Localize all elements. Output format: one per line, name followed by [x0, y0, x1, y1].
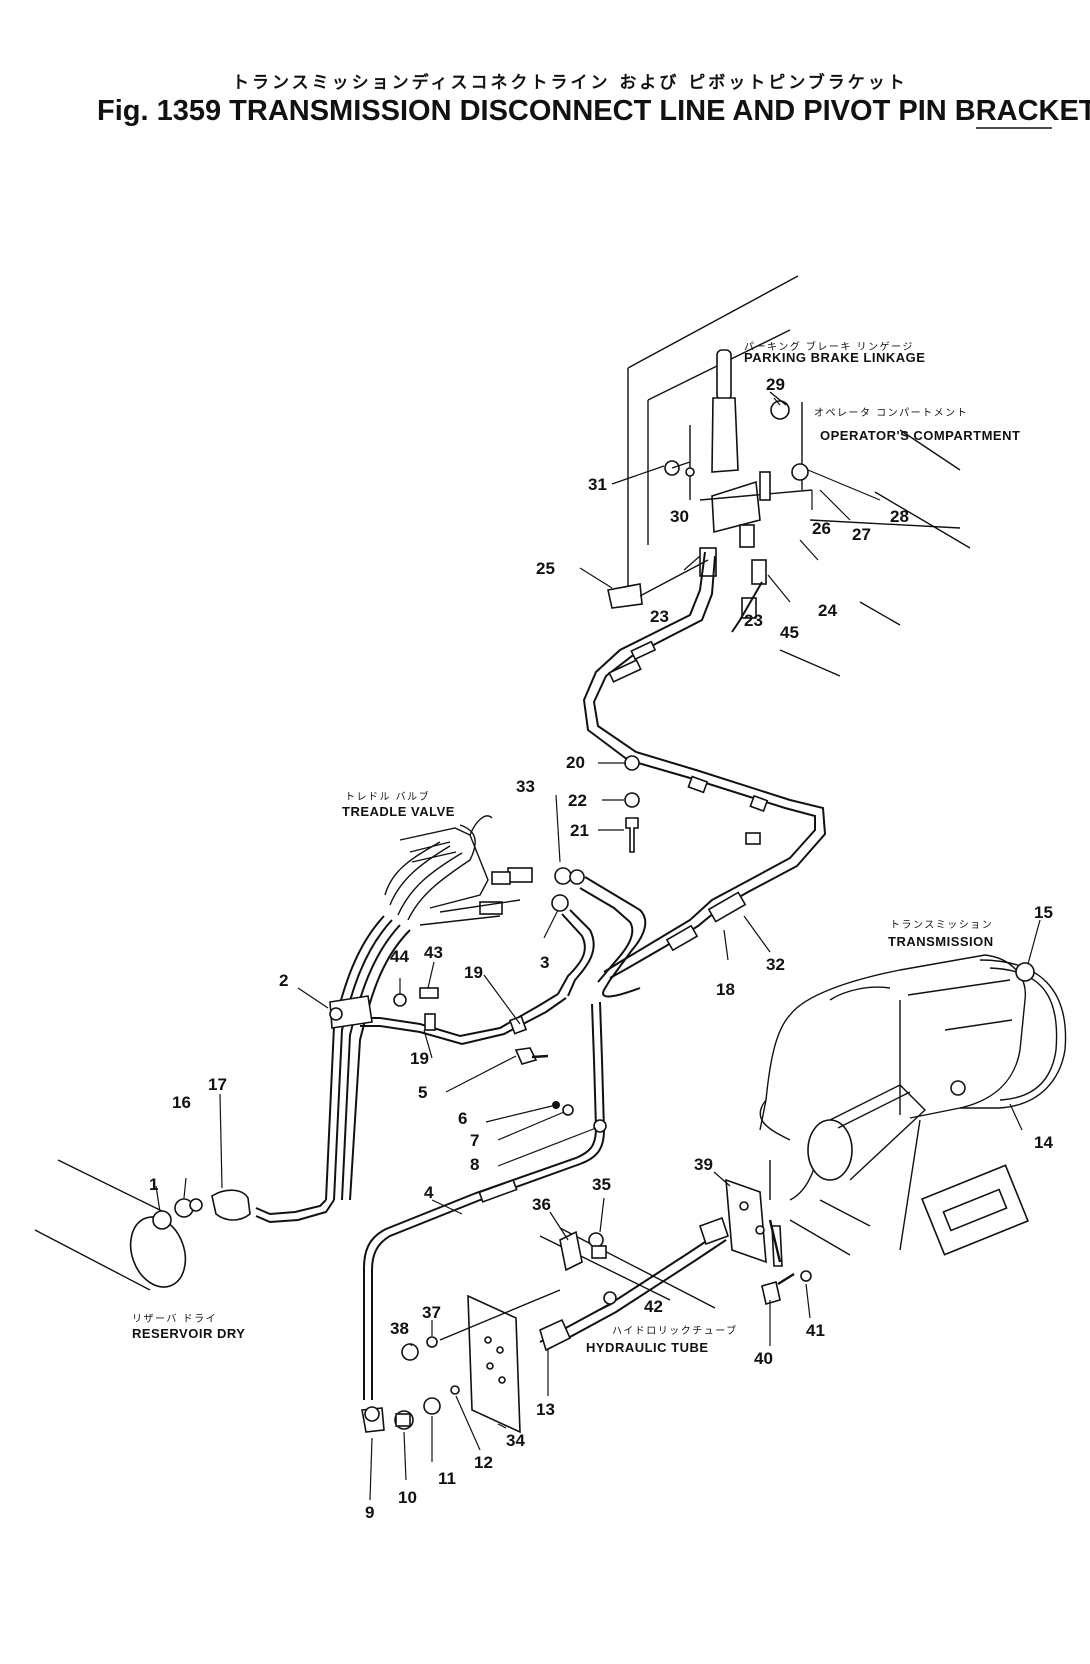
callout-21: 21 [570, 821, 589, 840]
plate-34 [401, 1289, 561, 1434]
treadle-valve-jp: トレドル バルブ [345, 790, 430, 803]
callout-39: 39 [694, 1155, 713, 1174]
callout-33: 33 [516, 777, 535, 796]
title-japanese: トランスミッションディスコネクトライン および ピボットピンブラケット [232, 72, 908, 93]
callout-22: 22 [568, 791, 587, 810]
title-english: Fig. 1359 TRANSMISSION DISCONNECT LINE A… [97, 95, 1090, 127]
parking-brake-linkage-jp: パーキング ブレーキ リンゲージ [744, 340, 914, 353]
treadle-tube-33 [551, 867, 647, 998]
tube-19 [360, 993, 567, 1046]
transmission-label: TRANSMISSION [888, 934, 994, 949]
callout-42: 42 [644, 1297, 663, 1316]
transmission-jp: トランスミッション [890, 919, 993, 931]
callout-18: 18 [716, 980, 735, 999]
callout-10: 10 [398, 1488, 417, 1507]
callout-16: 16 [172, 1093, 191, 1112]
callout-32: 32 [766, 955, 785, 974]
callout-37: 37 [422, 1303, 441, 1322]
bottom-fittings [361, 1385, 460, 1433]
callout-34: 34 [506, 1431, 525, 1450]
reservoir-line [255, 1199, 335, 1224]
callout-numbers: 1 2 3 4 5 6 7 8 9 10 11 12 13 14 15 16 1… [149, 375, 1053, 1522]
callout-41: 41 [806, 1321, 825, 1340]
callout-2: 2 [279, 971, 288, 990]
callout-4: 4 [424, 1183, 434, 1202]
callout-9: 9 [365, 1503, 374, 1522]
transmission [759, 954, 1067, 1256]
callout-12: 12 [474, 1453, 493, 1472]
bolt-group-5-8 [514, 1047, 574, 1116]
callout-44: 44 [390, 947, 409, 966]
parking-brake-lever [607, 349, 813, 619]
reservoir-dry-label: RESERVOIR DRY [132, 1326, 245, 1341]
callout-13: 13 [536, 1400, 555, 1419]
callout-6: 6 [458, 1109, 467, 1128]
parking-brake-linkage-label: PARKING BRAKE LINKAGE [744, 350, 925, 365]
hydraulic-tube-13 [539, 1216, 730, 1352]
callout-45: 45 [780, 623, 799, 642]
callout-1: 1 [149, 1175, 158, 1194]
callout-23a: 23 [650, 607, 669, 626]
callout-19b: 19 [410, 1049, 429, 1068]
tube-bundle [325, 915, 439, 1201]
callout-20: 20 [566, 753, 585, 772]
operators-compartment-label: OPERATOR'S COMPARTMENT [820, 428, 1020, 443]
text-labels: パーキング ブレーキ リンゲージ PARKING BRAKE LINKAGE オ… [132, 340, 1020, 1355]
callout-27: 27 [852, 525, 871, 544]
operators-compartment-jp: オペレータ コンパートメント [814, 407, 968, 419]
callout-40: 40 [754, 1349, 773, 1368]
treadle-valve [384, 815, 533, 926]
pivot-bracket-35-36 [539, 1227, 716, 1309]
callout-43: 43 [424, 943, 443, 962]
hydraulic-tube-label: HYDRAULIC TUBE [586, 1340, 709, 1355]
callout-7: 7 [470, 1131, 479, 1150]
callout-5: 5 [418, 1083, 427, 1102]
callout-36: 36 [532, 1195, 551, 1214]
callout-17: 17 [208, 1075, 227, 1094]
callout-31: 31 [588, 475, 607, 494]
callout-3: 3 [540, 953, 549, 972]
callout-8: 8 [470, 1155, 479, 1174]
bracket-39 [725, 1178, 812, 1306]
callout-38: 38 [390, 1319, 409, 1338]
reservoir-dry-jp: リザーバ ドライ [132, 1313, 217, 1325]
callout-29: 29 [766, 375, 785, 394]
callout-14: 14 [1034, 1133, 1053, 1152]
callout-25: 25 [536, 559, 555, 578]
leader-lines [155, 397, 1041, 1501]
callout-11: 11 [438, 1469, 456, 1488]
callout-35: 35 [592, 1175, 611, 1194]
reservoir-dry [34, 1159, 251, 1291]
clamp-20-21-22 [624, 755, 640, 853]
callout-30: 30 [670, 507, 689, 526]
callout-26: 26 [812, 519, 831, 538]
upper-tube [582, 551, 827, 979]
treadle-valve-label: TREADLE VALVE [342, 804, 455, 819]
tube-4 [363, 1001, 607, 1400]
callout-28: 28 [890, 507, 909, 526]
hydraulic-tube-jp: ハイドロリックチューブ [612, 1324, 738, 1337]
callout-15: 15 [1034, 903, 1053, 922]
callout-19a: 19 [464, 963, 483, 982]
callout-24: 24 [818, 601, 837, 620]
callout-23b: 23 [744, 611, 763, 630]
